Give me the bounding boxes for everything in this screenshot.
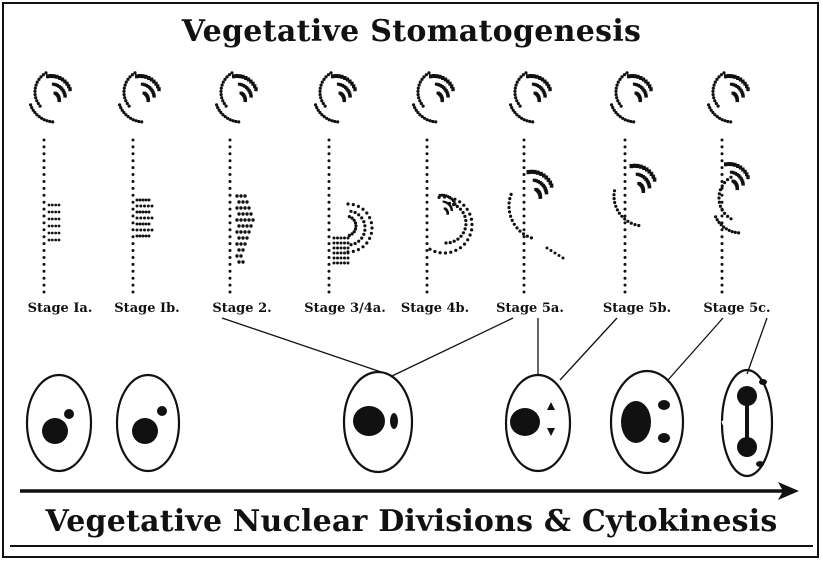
connector-line <box>668 318 723 380</box>
cell-stage-1a <box>27 375 91 471</box>
stage-2-cortex <box>118 71 161 293</box>
connector-line <box>222 318 390 375</box>
stage-label: Stage 5a. <box>496 301 564 316</box>
stage-5-cortex <box>412 71 474 293</box>
stage-label: Stage 2. <box>212 301 271 316</box>
stage-1-cortex <box>29 71 72 293</box>
cell-stage-5c <box>722 370 772 476</box>
stage-label: Stage 5c. <box>703 301 770 316</box>
connector-line <box>747 318 767 374</box>
stage-label: Stage 4b. <box>401 301 469 316</box>
connector-line <box>392 318 513 376</box>
stage-label: Stage 5b. <box>603 301 671 316</box>
time-arrow <box>20 482 799 500</box>
cells <box>27 370 772 476</box>
stage-labels: Stage Ia. Stage Ib. Stage 2. Stage 3/4a. Sta… <box>28 301 771 316</box>
stage-6-cortex <box>507 71 564 293</box>
cell-stage-5b <box>611 371 683 473</box>
stage-label: Stage Ia. <box>28 301 93 316</box>
connector-line <box>560 318 617 380</box>
cell-stage-1b <box>117 375 179 471</box>
stage-label: Stage 3/4a. <box>304 301 386 316</box>
oral-structures <box>29 71 750 293</box>
cell-stage-2-4 <box>344 372 412 472</box>
bottom-rule <box>10 545 813 547</box>
stage-3-cortex <box>215 71 258 293</box>
title-bottom: Vegetative Nuclear Divisions & Cytokines… <box>0 504 823 539</box>
connector-lines <box>222 318 767 380</box>
stage-8-cortex <box>707 71 750 293</box>
stage-7-cortex <box>610 71 656 293</box>
cell-stage-5a <box>506 375 570 471</box>
stage-label: Stage Ib. <box>114 301 179 316</box>
stage-4-cortex <box>314 71 374 293</box>
